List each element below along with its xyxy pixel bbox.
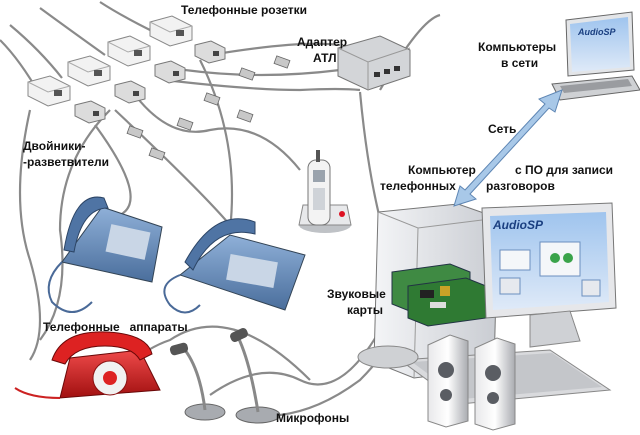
cable	[39, 7, 106, 56]
desk-phone-blue-2	[163, 218, 306, 314]
socket	[67, 55, 111, 87]
cable	[94, 124, 132, 216]
label-network-pcs-line1: Компьютеры	[478, 40, 557, 54]
rj-plugs	[126, 55, 291, 161]
cable	[164, 78, 361, 92]
cable	[9, 24, 63, 79]
splitters	[74, 40, 226, 124]
cable	[99, 1, 151, 31]
desk-phone-blue-1	[47, 196, 163, 313]
label-sound-cards-line1: Звуковые	[327, 287, 386, 301]
atl-adapter	[337, 35, 411, 91]
splitter	[74, 100, 106, 124]
cable	[199, 59, 234, 231]
label-splitters-line2: -разветвители	[23, 155, 110, 169]
cable	[39, 109, 111, 341]
label-adapter-line1: Адаптер	[297, 35, 348, 49]
cable	[209, 329, 381, 396]
label-network-pcs-line2: в сети	[501, 56, 539, 70]
phone-sockets	[27, 15, 193, 107]
splitter	[194, 40, 226, 64]
cable	[184, 68, 341, 77]
network-arrow	[453, 89, 563, 207]
label-computer-line2: телефонных	[380, 179, 456, 193]
mouse	[357, 345, 419, 369]
socket	[149, 15, 193, 47]
microphone-2	[230, 327, 281, 424]
speaker-right	[474, 337, 516, 431]
label-phones: Телефонные аппараты	[43, 320, 188, 334]
cable	[209, 42, 341, 57]
microphone-1	[169, 342, 226, 421]
label-software-line1: с ПО для записи	[515, 163, 614, 177]
label-network: Сеть	[488, 122, 517, 136]
socket	[27, 75, 71, 107]
splitter	[154, 60, 186, 84]
label-software-line2: разговоров	[486, 179, 555, 193]
cable	[18, 109, 42, 361]
cable	[134, 94, 301, 171]
splitter	[114, 80, 146, 104]
speaker-left	[427, 334, 469, 428]
laptop-logo: AudioSP	[578, 27, 616, 37]
socket	[107, 35, 151, 67]
cordless-phone	[298, 150, 352, 233]
label-sound-cards-line2: карты	[347, 303, 383, 317]
screen-logo: AudioSP	[493, 218, 543, 232]
red-rotary-phone	[14, 331, 161, 399]
label-adapter-line2: АТЛ	[313, 51, 337, 65]
label-computer-line1: Компьютер	[408, 163, 476, 177]
label-phone-sockets: Телефонные розетки	[181, 3, 308, 17]
label-microphones: Микрофоны	[276, 411, 350, 425]
monitor	[481, 202, 617, 348]
label-splitters-line1: Двойники-	[23, 139, 86, 153]
